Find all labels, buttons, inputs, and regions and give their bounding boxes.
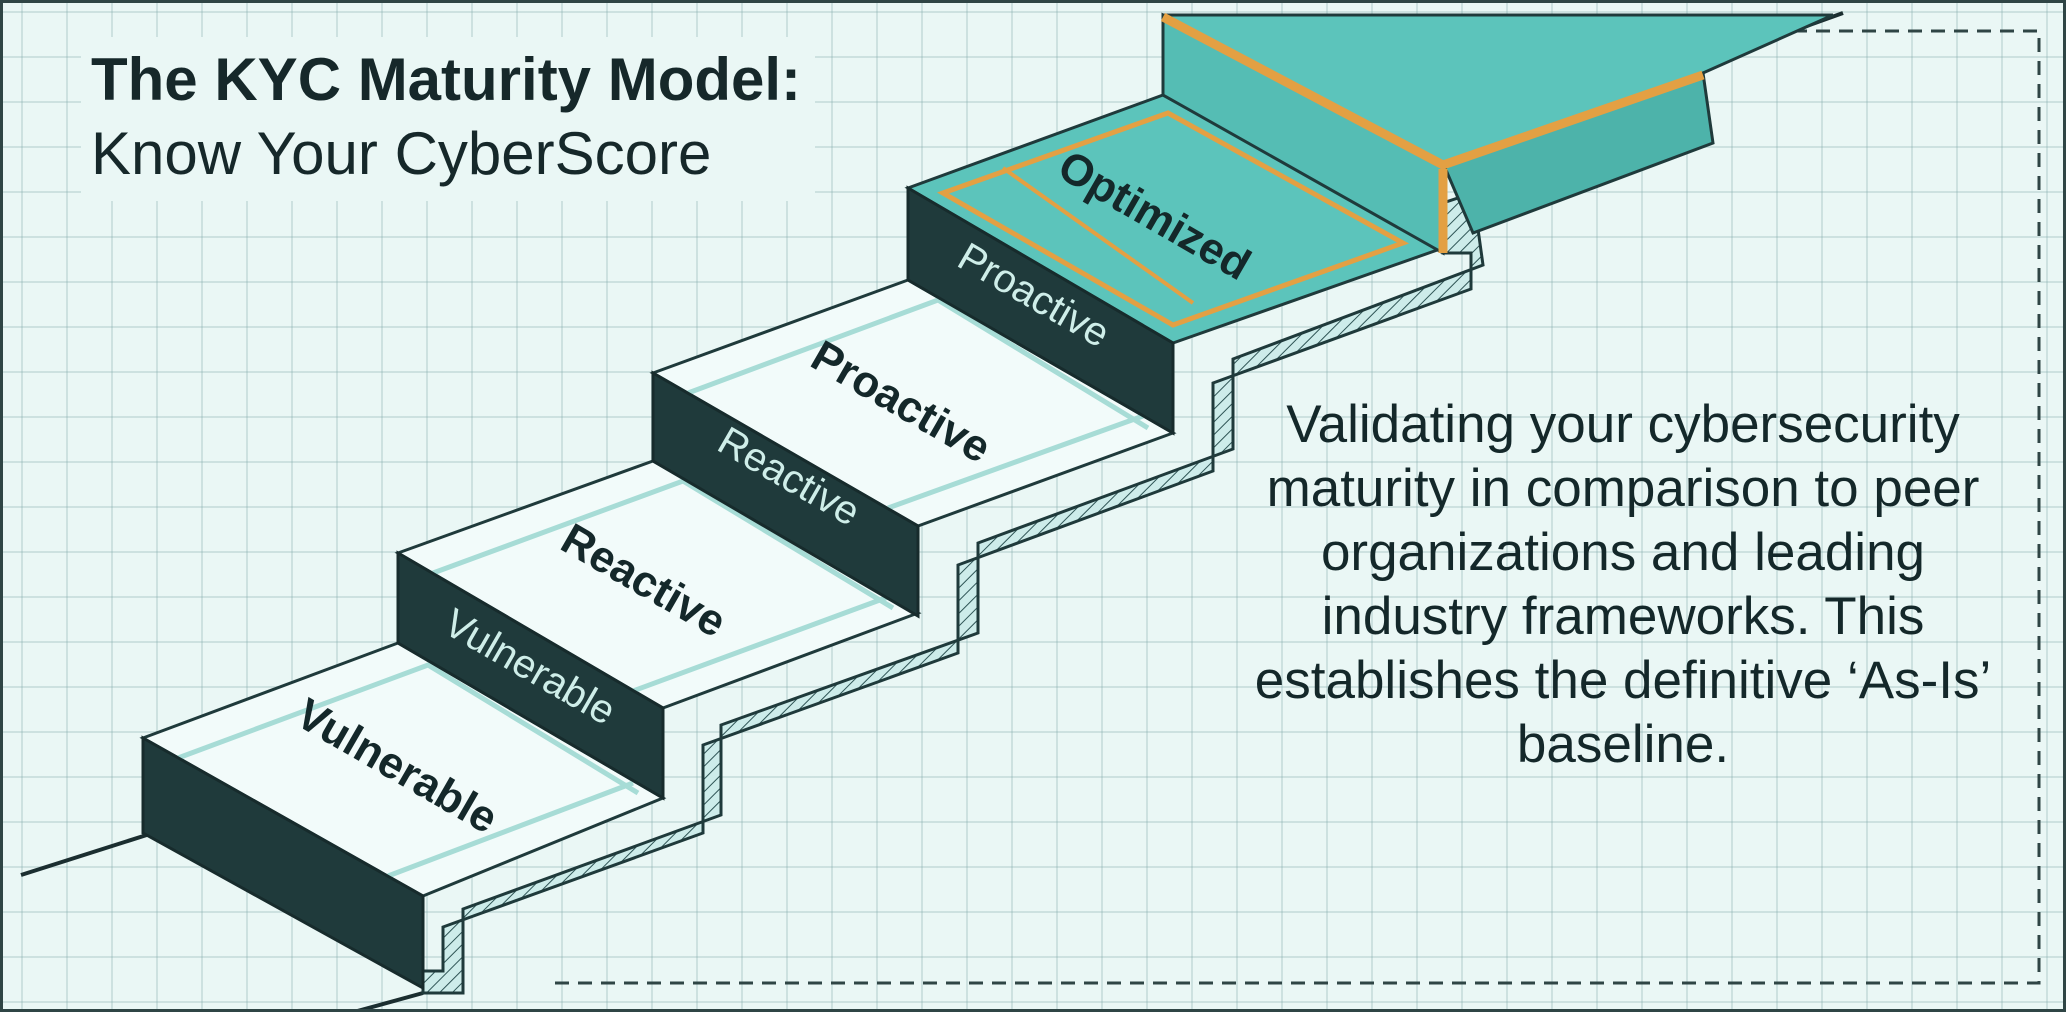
base-line-bottom xyxy=(357,991,424,1009)
step-4-orange-frame xyxy=(937,110,1410,328)
step-1-tread-grid-2 xyxy=(387,780,634,879)
top-platform-orange-edge xyxy=(1160,13,1705,170)
step-2-tread-grid-2 xyxy=(632,594,889,694)
step-2-riser xyxy=(396,550,665,801)
staircase-illustration: Vulnerable Reactive Vulnerable Proactive… xyxy=(20,11,2041,1009)
step-2-tread-grid xyxy=(432,478,895,611)
step-1-tread-grid xyxy=(177,662,640,796)
base-line-left xyxy=(20,831,154,877)
step-3-tread-grid xyxy=(687,297,1150,431)
step-3-tread-grid-2 xyxy=(887,413,1144,511)
step-1-riser xyxy=(141,735,425,991)
page-title: The KYC Maturity Model: xyxy=(91,46,802,113)
step-3-riser xyxy=(651,370,920,619)
page-subtitle: Know Your CyberScore xyxy=(91,120,712,187)
step-4-orange-grid xyxy=(1001,166,1195,305)
dashed-frame xyxy=(548,29,2041,985)
step-4-riser xyxy=(906,185,1175,436)
description-text: Validating your cybersecurity maturity i… xyxy=(1254,395,1992,774)
title-block: The KYC Maturity Model: Know Your CyberS… xyxy=(81,37,816,201)
